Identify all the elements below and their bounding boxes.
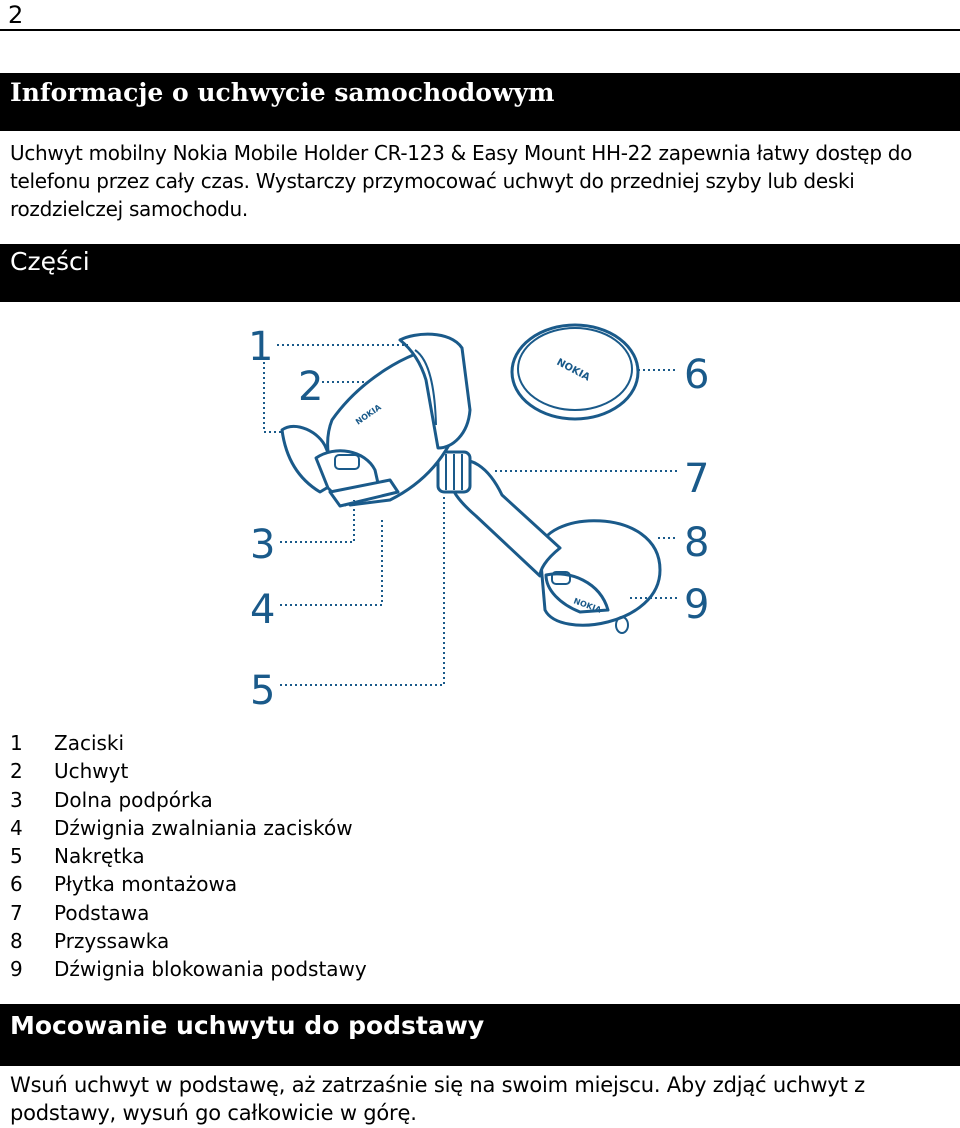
section-heading-about: Informacje o uchwycie samochodowym bbox=[0, 73, 960, 131]
list-item: 9 Dźwignia blokowania podstawy bbox=[10, 955, 367, 983]
list-item: 7 Podstawa bbox=[10, 899, 367, 927]
part-label: Zaciski bbox=[54, 731, 125, 755]
part-label: Dolna podpórka bbox=[54, 787, 213, 812]
top-rule bbox=[0, 29, 960, 31]
part-label: Podstawa bbox=[54, 900, 150, 925]
part-number: 3 bbox=[10, 787, 23, 812]
holder-drawing: NOKIA bbox=[280, 332, 472, 508]
list-item: 8 Przyssawka bbox=[10, 927, 367, 955]
part-label: Nakrętka bbox=[54, 844, 145, 869]
callout-1: 1 bbox=[248, 324, 273, 370]
callout-3: 3 bbox=[250, 522, 275, 568]
callout-7: 7 bbox=[684, 456, 709, 502]
part-label: Przyssawka bbox=[54, 929, 170, 954]
part-number: 5 bbox=[10, 844, 23, 869]
section-heading-parts: Części bbox=[0, 244, 960, 302]
callout-2: 2 bbox=[298, 364, 323, 410]
callout-5: 5 bbox=[250, 668, 275, 714]
part-number: 9 bbox=[10, 957, 23, 982]
list-item: 1 Zaciski bbox=[10, 729, 367, 757]
part-number: 2 bbox=[10, 759, 23, 784]
intro-paragraph: Uchwyt mobilny Nokia Mobile Holder CR-12… bbox=[10, 141, 913, 221]
part-number: 8 bbox=[10, 929, 23, 954]
attach-paragraph: Wsuń uchwyt w podstawę, aż zatrzaśnie si… bbox=[10, 1073, 865, 1125]
part-number: 4 bbox=[10, 815, 23, 840]
part-label: Płytka montażowa bbox=[54, 872, 238, 897]
part-number: 7 bbox=[10, 900, 23, 925]
part-label: Dźwignia zwalniania zacisków bbox=[54, 815, 353, 840]
holder-parts-illustration: NOKIA NOKIA NOKIA 1 2 3 4 5 6 bbox=[248, 323, 709, 714]
callout-6: 6 bbox=[684, 352, 709, 398]
section-heading-attach: Mocowanie uchwytu do podstawy bbox=[0, 1004, 960, 1066]
mounting-plate-drawing: NOKIA bbox=[510, 323, 640, 421]
part-label: Uchwyt bbox=[54, 759, 129, 784]
callout-9: 9 bbox=[684, 582, 709, 628]
list-item: 4 Dźwignia zwalniania zacisków bbox=[10, 814, 367, 842]
list-item: 2 Uchwyt bbox=[10, 757, 367, 785]
page-number: 2 bbox=[8, 1, 24, 29]
list-item: 3 Dolna podpórka bbox=[10, 786, 367, 814]
callout-4: 4 bbox=[250, 587, 275, 633]
nut-drawing bbox=[436, 450, 472, 494]
part-number: 6 bbox=[10, 872, 23, 897]
list-item: 5 Nakrętka bbox=[10, 842, 367, 870]
list-item: 6 Płytka montażowa bbox=[10, 870, 367, 898]
part-number: 1 bbox=[10, 731, 23, 755]
callout-8: 8 bbox=[684, 520, 709, 566]
suction-cup-drawing: NOKIA bbox=[538, 519, 662, 634]
part-label: Dźwignia blokowania podstawy bbox=[54, 957, 367, 982]
arm-drawing bbox=[443, 458, 562, 578]
